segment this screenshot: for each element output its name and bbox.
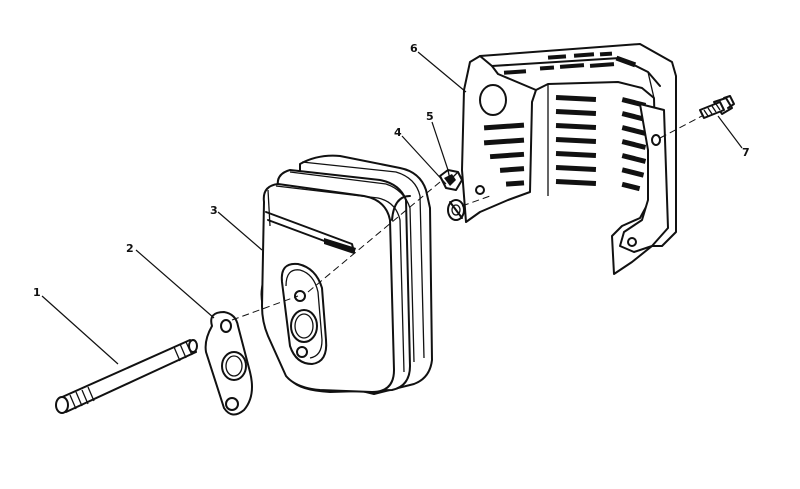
screw (699, 95, 735, 119)
lock-washer (447, 199, 465, 221)
callout-7: 7 (742, 146, 750, 159)
center-lines (231, 115, 703, 321)
callout-1: 1 (33, 286, 41, 299)
callout-5: 5 (426, 110, 434, 123)
callout-labels: 1 2 3 4 5 6 7 (33, 42, 750, 299)
leader-lines (41, 51, 743, 365)
callout-6: 6 (410, 42, 418, 55)
callout-2: 2 (126, 242, 134, 255)
guard-top-slots (503, 51, 637, 75)
stud (55, 339, 198, 414)
callout-3: 3 (210, 204, 218, 217)
callout-4: 4 (394, 126, 402, 139)
guard-left-slots (483, 122, 525, 187)
nut (439, 169, 463, 191)
muffler-guard (461, 43, 677, 275)
muffler (260, 154, 433, 395)
guard-right-slots (621, 97, 647, 192)
gasket (204, 311, 253, 416)
guard-back-slots (555, 94, 597, 187)
